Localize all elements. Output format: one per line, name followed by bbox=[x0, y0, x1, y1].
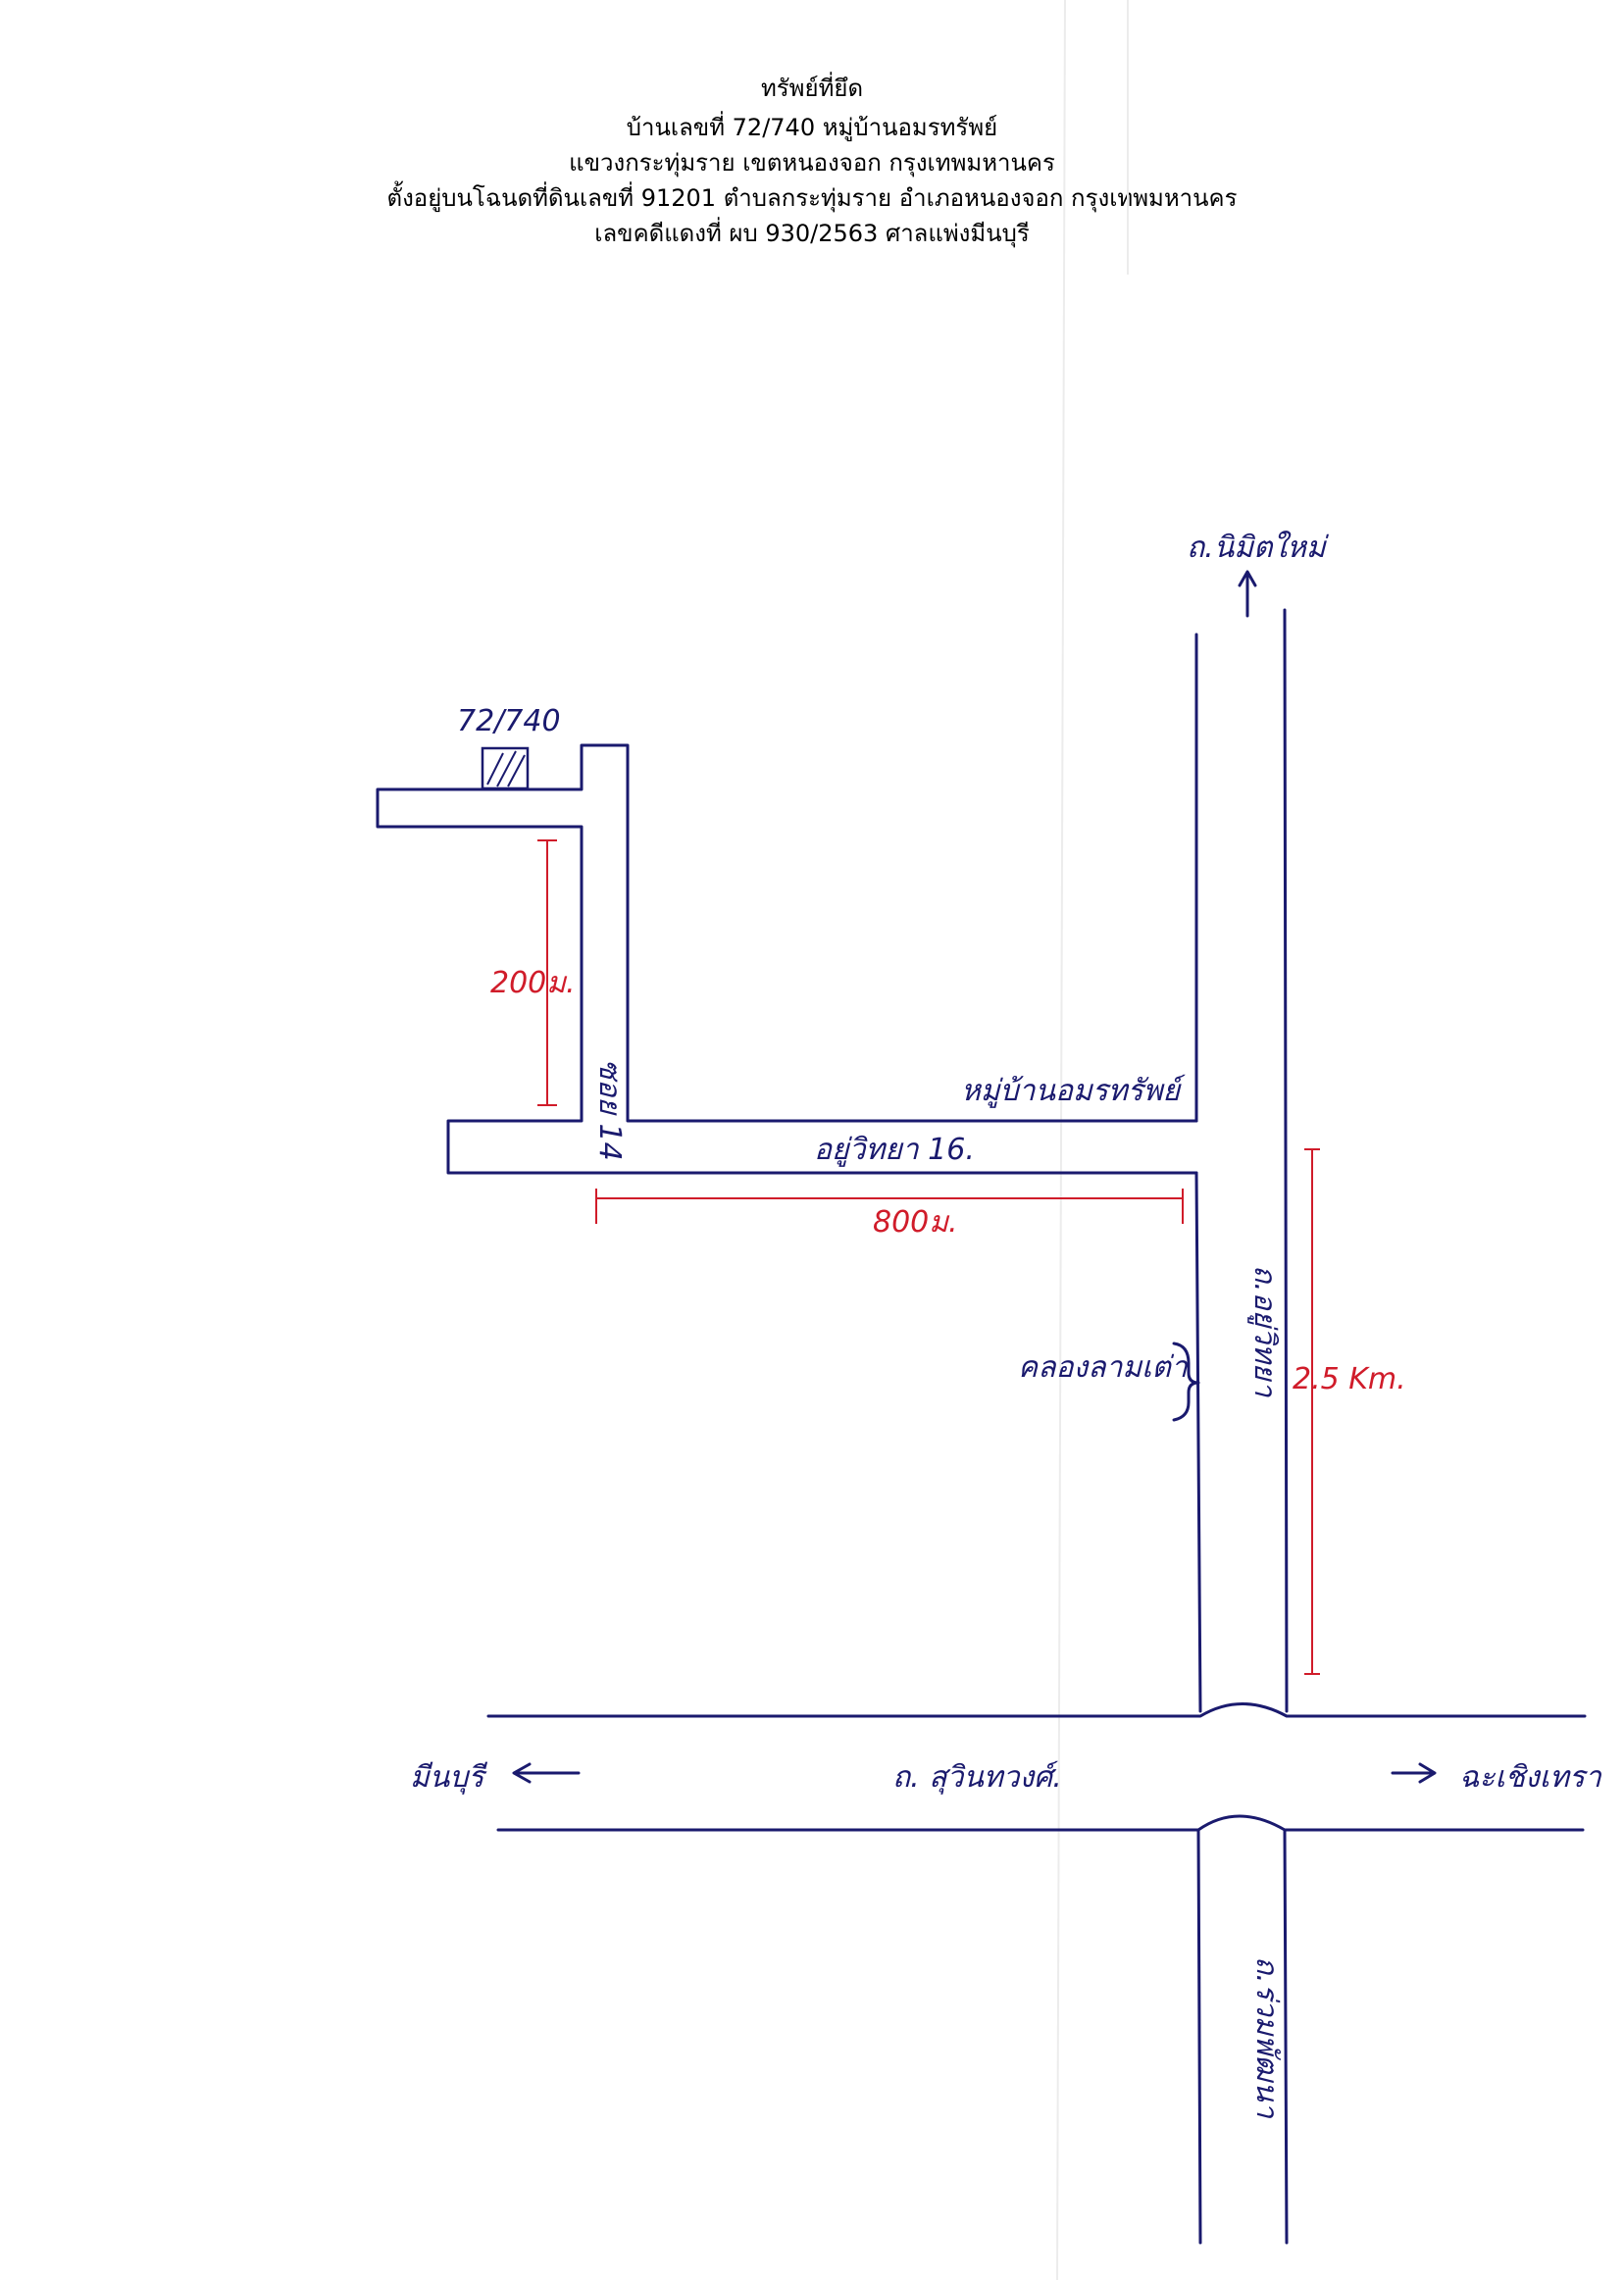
to-chachoengsao-label: ฉะเชิงเทรา bbox=[1459, 1760, 1602, 1795]
paper-fold-line bbox=[1056, 0, 1066, 2280]
north-arrow-icon bbox=[1238, 570, 1257, 618]
house-number-line: บ้านเลขที่ 72/740 หมู่บ้านอมรทรัพย์ bbox=[626, 114, 998, 141]
yu-witthaya-road-label: ถ.อยู่วิทยา bbox=[1247, 1265, 1282, 1397]
soi-16-label: อยู่วิทยา 16. bbox=[814, 1133, 975, 1167]
document-title: ทรัพย์ที่ยึด bbox=[760, 75, 864, 102]
to-min-buri-label: มีนบุรี bbox=[410, 1760, 487, 1795]
khlong-bracket bbox=[1172, 1342, 1200, 1422]
east-arrow-icon bbox=[1391, 1762, 1437, 1784]
case-number-line: เลขคดีแดงที่ ผบ 930/2563 ศาลแพ่งมีนบุรี bbox=[594, 220, 1030, 247]
ruam-pattana-road-label: ถ.ร่วมพัฒนา bbox=[1249, 1956, 1284, 2119]
property-number-label: 72/740 bbox=[457, 704, 561, 738]
dimension-200m-line bbox=[537, 839, 557, 1106]
distance-200m-label: 200ม. bbox=[490, 966, 576, 1000]
soi-14-road bbox=[376, 743, 1198, 1175]
suwinthawong-road-label: ถ. สุวินทวงศ์. bbox=[892, 1760, 1062, 1795]
district-line: แขวงกระทุ่มราย เขตหนองจอก กรุงเทพมหานคร bbox=[569, 149, 1055, 177]
ruam-pattana-road bbox=[1196, 1828, 1289, 2245]
soi-14-label: ซอย 14 bbox=[592, 1059, 627, 1161]
suwinthawong-road bbox=[486, 1702, 1587, 1832]
village-label: หมู่บ้านอมรทรัพย์ bbox=[961, 1074, 1186, 1108]
property-plot-hatching bbox=[486, 750, 526, 787]
distance-800m-label: 800ม. bbox=[873, 1205, 958, 1240]
title-deed-line: ตั้งอยู่บนโฉนดที่ดินเลขที่ 91201 ตำบลกระ… bbox=[386, 184, 1238, 212]
to-nimit-mai-label: ถ.นิมิตใหม่ bbox=[1187, 531, 1330, 565]
west-arrow-icon bbox=[512, 1762, 581, 1784]
distance-2-5km-label: 2.5 Km. bbox=[1293, 1362, 1406, 1396]
property-plot-marker bbox=[481, 746, 530, 790]
khlong-label: คลองลามเต่า bbox=[1018, 1350, 1189, 1385]
dimension-2-5km-line bbox=[1304, 1148, 1320, 1675]
dimension-800m-line bbox=[595, 1189, 1184, 1224]
yu-witthaya-road bbox=[1194, 608, 1289, 1713]
